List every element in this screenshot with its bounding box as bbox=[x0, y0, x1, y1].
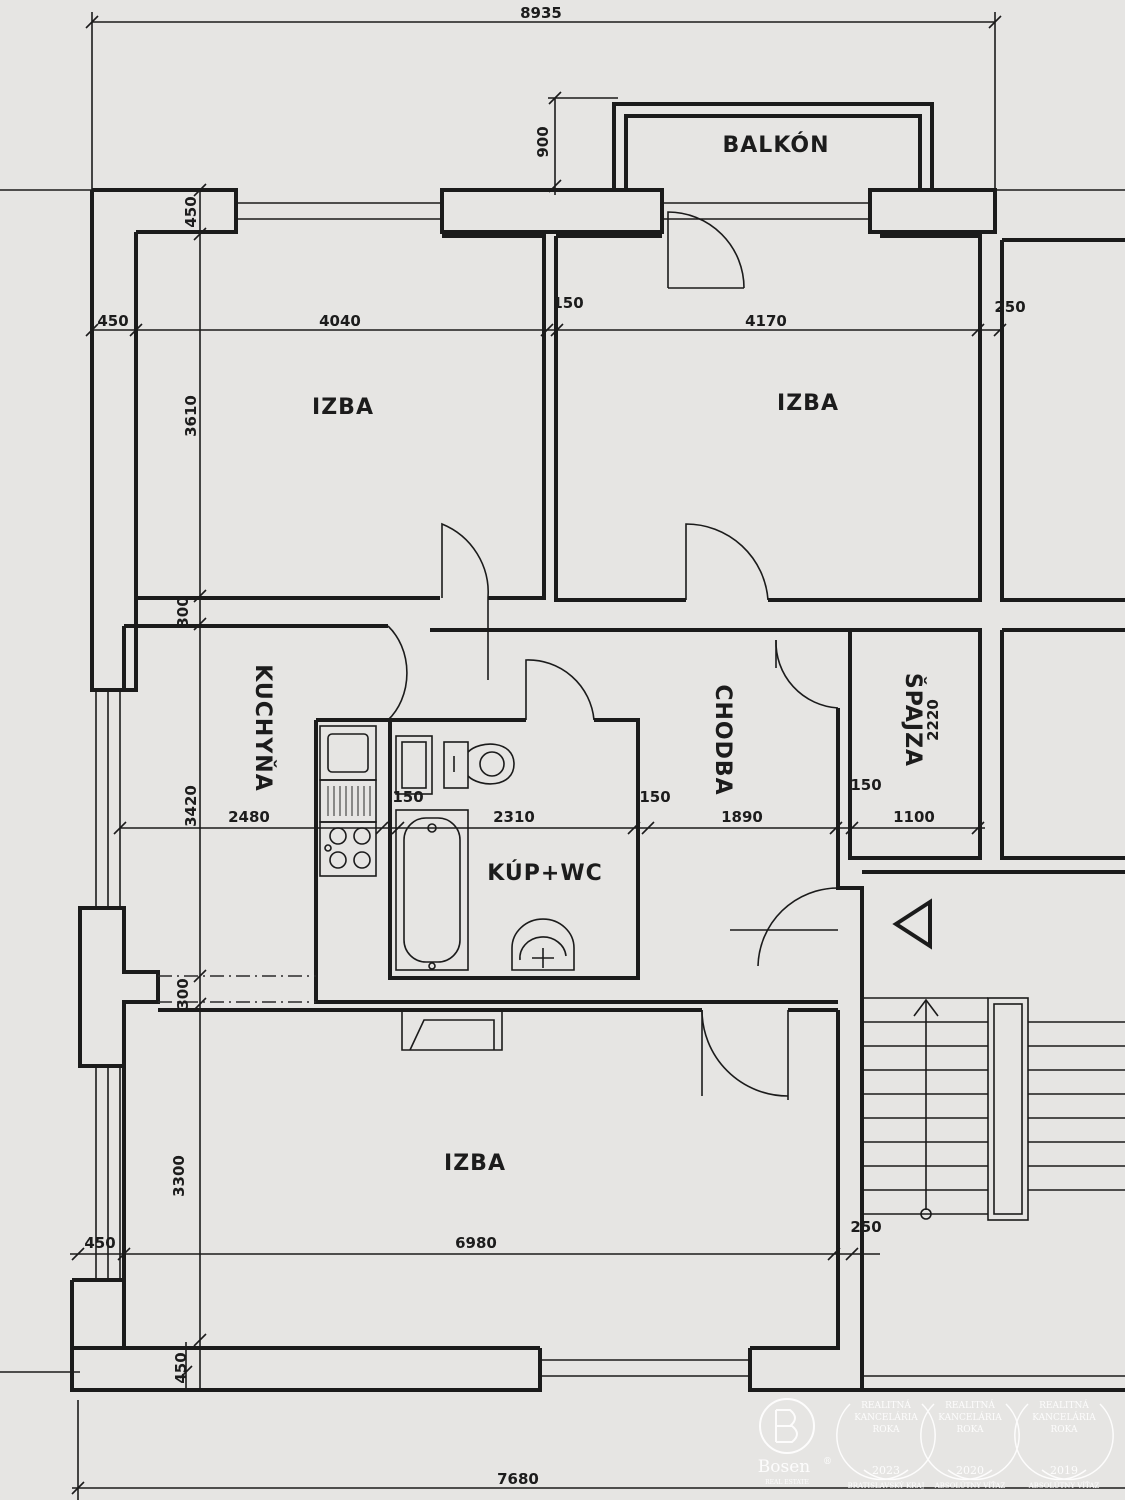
award-2-line3: ROKA bbox=[956, 1425, 984, 1435]
dim-wall-top: 450 bbox=[182, 196, 200, 227]
award-1-line3: ROKA bbox=[872, 1425, 900, 1435]
award-3-year: 2019 bbox=[1050, 1464, 1078, 1477]
brand-logo: Bosen ® REAL ESTATE bbox=[758, 1398, 832, 1486]
room-label-bathroom: KÚP+WC bbox=[487, 860, 603, 886]
dim-balcony-depth: 900 bbox=[534, 126, 552, 157]
fixtures bbox=[319, 725, 1125, 1221]
room-label-room-bottom: IZBA bbox=[444, 1151, 506, 1176]
brand-name: Bosen bbox=[758, 1457, 811, 1477]
award-2-caption: ABSOLÚTNY VÍŤAZ bbox=[934, 1481, 1006, 1490]
walls bbox=[70, 102, 1125, 1392]
award-2-line2: KANCELÁRIA bbox=[938, 1411, 1002, 1423]
dim-bath-width: 2310 bbox=[493, 808, 535, 826]
dim-pantry-height: 2220 bbox=[924, 699, 942, 741]
dim-room-b-width: 6980 bbox=[455, 1234, 497, 1252]
dim-overall-width-bottom: 7680 bbox=[497, 1470, 539, 1488]
award-2-line1: REALITNÁ bbox=[945, 1399, 995, 1411]
award-3-line3: ROKA bbox=[1050, 1425, 1078, 1435]
watermark: Bosen ® REAL ESTATE REALITNÁ KANCELÁRIA … bbox=[758, 1398, 1114, 1490]
dimension-texts: 8935 900 450 450 4040 150 4170 250 3610 … bbox=[84, 4, 1025, 1488]
room-label-kitchen: KUCHYŇA bbox=[250, 664, 276, 791]
dim-partition-top: 150 bbox=[552, 294, 583, 312]
award-1-line2: KANCELÁRIA bbox=[854, 1411, 918, 1423]
dim-partition-pantry: 150 bbox=[850, 776, 881, 794]
award-badge-1: REALITNÁ KANCELÁRIA ROKA 2023 BRATISLAVS… bbox=[836, 1399, 936, 1490]
dim-room-tl-height: 3610 bbox=[182, 395, 200, 437]
award-2-year: 2020 bbox=[956, 1464, 984, 1477]
doors bbox=[158, 211, 839, 1100]
brand-sub: REAL ESTATE bbox=[765, 1479, 809, 1486]
dim-kitchen-height: 3420 bbox=[182, 785, 200, 827]
dim-room-tl-width: 4040 bbox=[319, 312, 361, 330]
room-label-room-top-right: IZBA bbox=[777, 391, 839, 416]
room-label-pantry: ŠPAJZA bbox=[900, 673, 926, 767]
dim-hall-width: 1890 bbox=[721, 808, 763, 826]
award-1-caption: BRATISLAVSKÝ KRAJ bbox=[848, 1481, 925, 1490]
room-labels: BALKÓN IZBA IZBA KUCHYŇA KÚP+WC CHODBA Š… bbox=[250, 132, 926, 1176]
dim-room-tr-width: 4170 bbox=[745, 312, 787, 330]
dim-wall-left-bottom: 450 bbox=[84, 1234, 115, 1252]
dim-wall-right-bottom: 250 bbox=[850, 1218, 881, 1236]
award-3-line1: REALITNÁ bbox=[1039, 1399, 1089, 1411]
room-label-hallway: CHODBA bbox=[710, 684, 735, 795]
dim-wall-between-2: 300 bbox=[174, 978, 192, 1009]
award-3-line2: KANCELÁRIA bbox=[1032, 1411, 1096, 1423]
dim-overall-width-top: 8935 bbox=[520, 4, 562, 22]
dim-wall-right-top: 250 bbox=[994, 298, 1025, 316]
dim-room-b-height: 3300 bbox=[170, 1155, 188, 1197]
dim-wall-left-top: 450 bbox=[97, 312, 128, 330]
dim-pantry-width: 1100 bbox=[893, 808, 935, 826]
dim-kitchen-width: 2480 bbox=[228, 808, 270, 826]
brand-registered: ® bbox=[823, 1457, 832, 1467]
award-3-caption: ABSOLÚTNY VÍŤAZ bbox=[1028, 1481, 1100, 1490]
dim-partition-bath-left: 150 bbox=[392, 788, 423, 806]
dim-wall-between-1: 300 bbox=[174, 596, 192, 627]
room-label-room-top-left: IZBA bbox=[312, 395, 374, 420]
room-label-balcony: BALKÓN bbox=[723, 132, 830, 158]
award-badge-3: REALITNÁ KANCELÁRIA ROKA 2019 ABSOLÚTNY … bbox=[1014, 1399, 1114, 1490]
award-1-line1: REALITNÁ bbox=[861, 1399, 911, 1411]
award-badge-2: REALITNÁ KANCELÁRIA ROKA 2020 ABSOLÚTNY … bbox=[920, 1399, 1020, 1490]
award-1-year: 2023 bbox=[872, 1464, 900, 1477]
dim-partition-bath-right: 150 bbox=[639, 788, 670, 806]
dim-wall-bottom: 450 bbox=[172, 1352, 190, 1383]
